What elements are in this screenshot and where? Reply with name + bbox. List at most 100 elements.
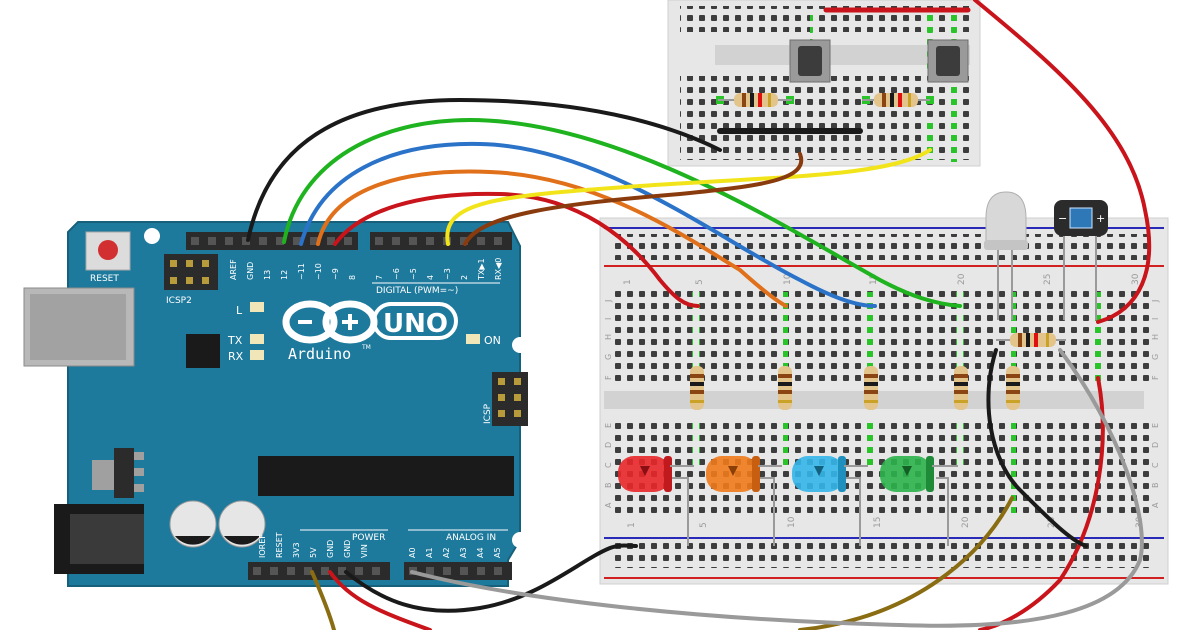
row-letter: H (604, 334, 613, 340)
pin-label: 12 (280, 270, 289, 280)
pin-label: A3 (459, 547, 468, 558)
pin-label: 2 (460, 275, 469, 280)
pin-label: 13 (263, 270, 272, 280)
pin-label: A0 (408, 547, 417, 558)
col-number: 1 (623, 279, 633, 285)
pin-label: 7 (375, 275, 384, 280)
col-number: 10 (787, 516, 797, 528)
row-letter: G (1151, 354, 1160, 360)
row-letter: C (1151, 462, 1160, 468)
clear-led-sensor (984, 191, 1028, 320)
button-resistor-1 (718, 93, 792, 107)
pin-label: ~10 (314, 263, 323, 280)
pin-label: AREF (229, 259, 238, 280)
push-button-1[interactable] (789, 39, 831, 83)
reset-label: RESET (90, 274, 119, 284)
led-green (880, 456, 958, 492)
wire-red-rail (978, 376, 1105, 630)
col-number: 15 (869, 274, 879, 285)
row-letter: G (604, 354, 613, 360)
wires (246, 0, 1152, 630)
row-letter: I (1151, 318, 1160, 320)
pin-label: ~6 (392, 268, 401, 280)
icsp2-label: ICSP2 (166, 296, 192, 306)
microcontroller-chip (258, 456, 514, 496)
pin-label: ~5 (409, 268, 418, 280)
row-letter: C (604, 462, 613, 468)
pin-label: 4 (426, 275, 435, 280)
col-number: 1 (627, 522, 637, 528)
power-header (248, 562, 390, 580)
pin-label: ~11 (297, 263, 306, 280)
row-letter: J (1151, 300, 1160, 303)
row-letter: E (1151, 423, 1160, 428)
pin-label: A5 (493, 547, 502, 558)
wire-black-sensor (986, 348, 1088, 548)
led-resistor (864, 366, 878, 410)
row-letter: F (604, 375, 613, 380)
pin-label: A2 (442, 547, 451, 558)
row-letter: A (1151, 502, 1160, 508)
l-label: L (236, 304, 243, 317)
row-letter: J (604, 300, 613, 303)
wire-red-5v (328, 570, 432, 630)
led-blue (792, 456, 868, 492)
capacitor (169, 500, 217, 548)
row-letter: F (1151, 375, 1160, 380)
wire-black-rail (344, 543, 638, 613)
digital-label: DIGITAL (PWM=~) (376, 286, 458, 296)
usb-chip (186, 334, 220, 368)
wire-green-12 (282, 117, 962, 308)
wire-brown-2 (463, 152, 804, 246)
pin-label: VIN (360, 544, 369, 558)
voltage-regulator (92, 448, 144, 498)
main-breadboard: 1 5 10 15 20 25 30 1 5 10 15 20 25 30 J … (599, 217, 1169, 585)
analog-label: ANALOG IN (446, 533, 496, 543)
top-breadboard (667, 0, 981, 167)
on-label: ON (484, 334, 501, 347)
model-label: UNO (383, 309, 448, 339)
row-letter: I (604, 318, 613, 320)
wire-red-right (973, 0, 1152, 324)
col-number: 15 (873, 517, 883, 528)
pin-label: GND (343, 540, 352, 558)
sensor-resistor (1006, 366, 1020, 410)
led-resistor (954, 366, 968, 410)
row-letter: B (1151, 483, 1160, 489)
col-number: 20 (961, 516, 971, 528)
wire-yellow-3 (445, 148, 932, 246)
pin-label: RX◀0 (494, 258, 503, 280)
wire-olive-3v3 (310, 570, 336, 630)
wire-black-gnd (246, 97, 722, 242)
led-resistor (778, 366, 792, 410)
power-label: POWER (352, 533, 385, 543)
row-letter: D (604, 442, 613, 448)
row-letter: B (604, 483, 613, 489)
led-orange (706, 456, 782, 492)
row-letter: D (1151, 442, 1160, 448)
push-button-2[interactable] (927, 39, 969, 83)
row-letter: H (1151, 334, 1160, 340)
led-resistor (690, 366, 704, 410)
pin-label: GND (246, 262, 255, 280)
pin-label: ~9 (331, 268, 340, 280)
trademark-label: TM (361, 344, 371, 351)
icsp-header (492, 372, 528, 426)
power-jack (54, 504, 144, 574)
horizontal-resistor (996, 333, 1066, 347)
col-number: 5 (699, 522, 709, 528)
usb-connector (23, 287, 135, 367)
reset-button[interactable] (85, 231, 131, 271)
col-number: 5 (695, 279, 705, 285)
sensor-minus-symbol: − (1058, 212, 1067, 225)
rx-indicator (250, 350, 264, 360)
brand-label: Arduino (288, 345, 351, 363)
digital-header-right (370, 232, 512, 250)
digital-header-left (186, 232, 358, 250)
on-indicator (466, 334, 480, 344)
pin-label: ~3 (443, 268, 452, 280)
sensor-plus-symbol: + (1096, 212, 1105, 225)
col-number: 20 (957, 273, 967, 285)
pin-label: TX▶1 (477, 258, 486, 281)
